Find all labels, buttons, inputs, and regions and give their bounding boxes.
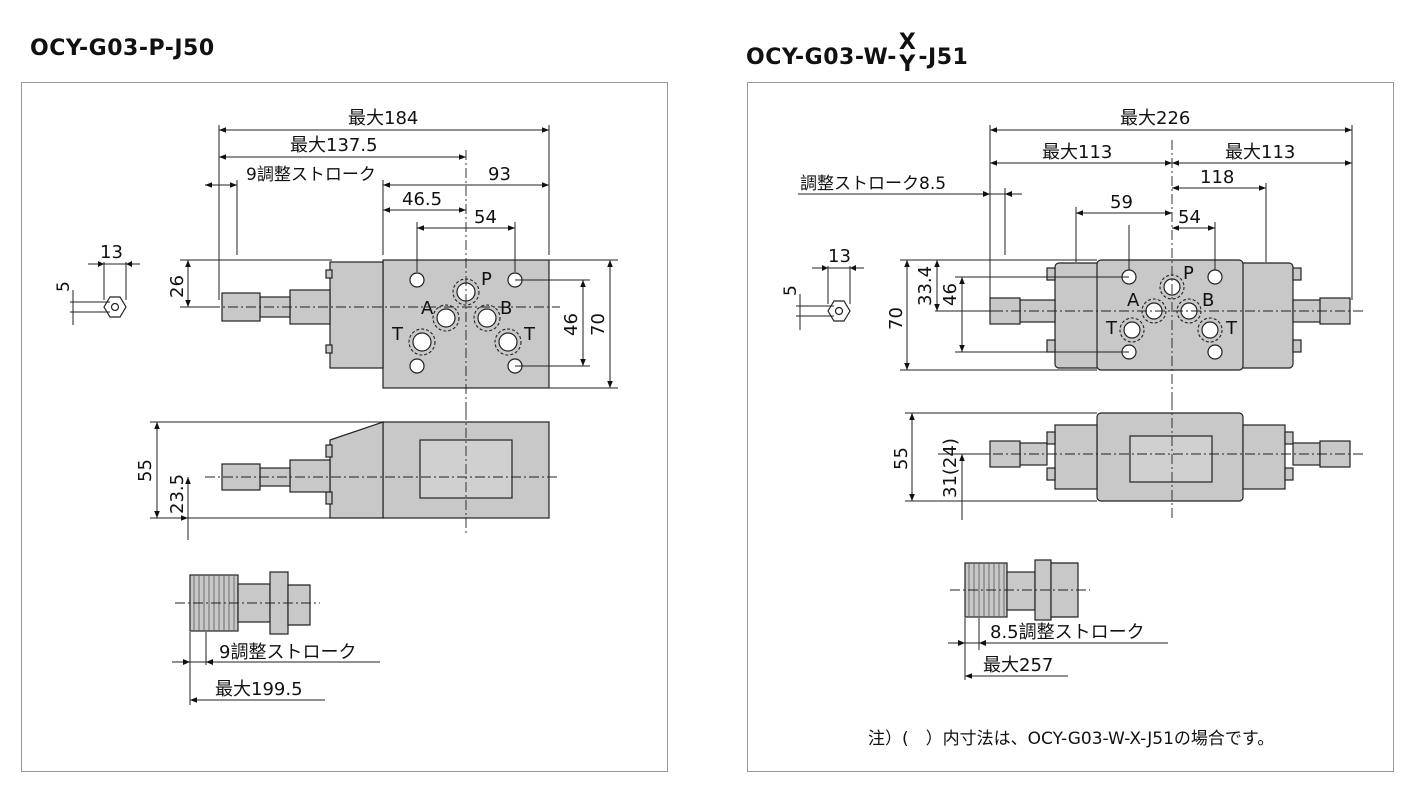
left-dim-stroke9: 9調整ストローク bbox=[246, 165, 376, 185]
right-dim-max257: 最大257 bbox=[983, 655, 1053, 676]
left-adjuster-housing bbox=[329, 261, 384, 369]
right-port-t1: T bbox=[1105, 318, 1118, 339]
right-dim-46: 46 bbox=[940, 283, 961, 306]
right-dim-max226: 最大226 bbox=[1120, 108, 1190, 129]
right-title-suffix: -J51 bbox=[918, 45, 969, 70]
left-dim-465: 46.5 bbox=[402, 189, 442, 210]
left-dim-13: 13 bbox=[100, 242, 123, 263]
left-side-view: 55 23.5 bbox=[135, 410, 560, 540]
left-dim-max1995: 最大199.5 bbox=[215, 679, 303, 700]
left-dim-235: 23.5 bbox=[167, 474, 188, 514]
left-hex-nut: 13 5 bbox=[54, 242, 140, 325]
right-dim-54: 54 bbox=[1178, 207, 1201, 228]
right-port-t2: T bbox=[1225, 318, 1238, 339]
right-dim-stroke85: 調整ストローク8.5 bbox=[800, 174, 946, 194]
left-panel bbox=[21, 82, 668, 772]
right-dim-70: 70 bbox=[886, 307, 907, 330]
left-port-t1: T bbox=[391, 324, 404, 345]
right-valve-body bbox=[1096, 259, 1244, 371]
left-port-a: A bbox=[421, 298, 434, 319]
left-dim-54: 54 bbox=[474, 207, 497, 228]
right-top-view: P A B T T bbox=[975, 140, 1365, 400]
right-knob-detail: 8.5調整ストローク 最大257 bbox=[948, 559, 1168, 680]
left-dim-max137: 最大137.5 bbox=[290, 135, 378, 156]
left-dim-26: 26 bbox=[167, 275, 188, 298]
left-dim-5: 5 bbox=[54, 281, 74, 292]
right-top-dimensions: 最大226 最大113 最大113 調整ストローク8.5 118 59 54 7… bbox=[798, 108, 1353, 371]
left-dim-46: 46 bbox=[561, 313, 582, 336]
left-title: OCY-G03-P-J50 bbox=[30, 36, 215, 61]
right-dim-59: 59 bbox=[1110, 192, 1133, 213]
left-dim-70: 70 bbox=[588, 313, 609, 336]
right-dim-31: 31(24) bbox=[940, 438, 961, 498]
right-port-p: P bbox=[1183, 263, 1194, 284]
left-port-t2: T bbox=[523, 324, 536, 345]
right-dim-118: 118 bbox=[1200, 167, 1234, 188]
left-port-b: B bbox=[500, 298, 512, 319]
right-note: 注）( ）内寸法は、OCY-G03-W-X-J51の場合です。 bbox=[868, 729, 1275, 749]
left-dim-55: 55 bbox=[135, 459, 156, 482]
left-dim-93: 93 bbox=[488, 164, 511, 185]
right-dim-max113b: 最大113 bbox=[1225, 142, 1295, 163]
left-dim-stroke9b: 9調整ストローク bbox=[219, 642, 356, 663]
right-title-prefix: OCY-G03-W- bbox=[746, 45, 897, 70]
left-top-view: P A B T T bbox=[210, 150, 560, 410]
right-port-a: A bbox=[1127, 290, 1140, 311]
right-panel bbox=[747, 82, 1394, 772]
right-hex-nut: 13 5 bbox=[781, 246, 864, 330]
right-dim-334: 33.4 bbox=[915, 266, 936, 306]
left-top-dimensions: 最大184 最大137.5 9調整ストローク 93 46.5 54 46 70 … bbox=[167, 108, 618, 389]
right-dim-55: 55 bbox=[891, 447, 912, 470]
right-title-x: X bbox=[898, 30, 917, 55]
left-knob-detail: 9調整ストローク 最大199.5 bbox=[172, 571, 380, 705]
right-dim-stroke85b: 8.5調整ストローク bbox=[990, 622, 1145, 643]
left-dim-max184: 最大184 bbox=[348, 108, 418, 129]
right-port-b: B bbox=[1202, 290, 1214, 311]
right-title-y: Y bbox=[899, 52, 916, 77]
right-dim-5: 5 bbox=[781, 285, 801, 296]
right-dim-13: 13 bbox=[828, 246, 851, 267]
right-dim-max113a: 最大113 bbox=[1042, 142, 1112, 163]
right-side-view: 55 31(24) bbox=[891, 400, 1365, 520]
left-port-p: P bbox=[481, 269, 492, 290]
